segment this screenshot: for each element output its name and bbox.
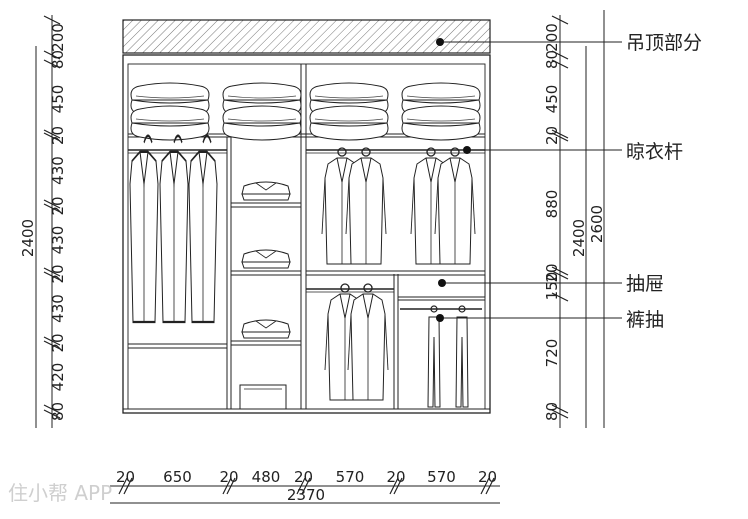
hanging-trousers (427, 305, 469, 408)
bottom-box (239, 384, 287, 410)
left-dimension-label: 20 (49, 264, 67, 283)
left-dimension-label: 20 (49, 333, 67, 352)
right-dimension-label: 450 (543, 85, 561, 114)
right-dimension-ticks (551, 15, 569, 419)
bottom-dimension-chain (110, 485, 500, 504)
ceiling-hatch (122, 19, 491, 54)
left-dimension-chain (35, 15, 53, 428)
left-dimension-ticks (43, 15, 61, 419)
watermark: 住小帮 APP (8, 481, 112, 505)
right-dimension-label: 200 (543, 23, 561, 52)
left-total-label: 2400 (19, 219, 37, 257)
callout-trouser-pull: 裤抽 (626, 309, 664, 331)
wardrobe-body (122, 54, 491, 414)
right-dimension-label: 880 (543, 190, 561, 219)
left-dimension-label: 430 (49, 156, 67, 185)
right-dimension-label: 20 (543, 263, 561, 282)
bottom-dimension-label: 20 (294, 468, 313, 486)
folded-clothes (241, 181, 291, 339)
callout-rail: 晾衣杆 (626, 141, 683, 163)
callout-drawer: 抽屉 (626, 273, 664, 295)
left-dimension-label: 200 (49, 23, 67, 52)
left-dimension-label: 430 (49, 294, 67, 323)
right-total-label: 2600 (588, 205, 606, 243)
right-dimension-label: 80 (543, 402, 561, 421)
left-dimension-label: 420 (49, 363, 67, 392)
bottom-dimension-label: 20 (116, 468, 135, 486)
bottom-dimension-label: 570 (427, 468, 456, 486)
left-dimension-label: 20 (49, 126, 67, 145)
left-dimension-label: 80 (49, 50, 67, 69)
left-dimension-label: 80 (49, 402, 67, 421)
bottom-total-label: 2370 (287, 486, 325, 504)
bottom-dimension-label: 20 (386, 468, 405, 486)
bottom-dimension-labels: 20 650 20 480 20 570 20 570 20 (116, 468, 497, 486)
bottom-dimension-label: 570 (336, 468, 365, 486)
right-inner-total-label: 2400 (570, 219, 588, 257)
right-dimension-chain (559, 10, 605, 428)
left-dimension-label: 430 (49, 226, 67, 255)
right-dimension-label: 80 (543, 50, 561, 69)
right-dimension-label: 150 (543, 272, 561, 301)
bottom-dimension-ticks (118, 477, 495, 495)
bottom-dimension-label: 480 (252, 468, 281, 486)
bottom-dimension-label: 20 (219, 468, 238, 486)
bottom-dimension-label: 20 (478, 468, 497, 486)
callout-ceiling: 吊顶部分 (626, 32, 702, 54)
left-dimension-label: 20 (49, 196, 67, 215)
drawer (397, 274, 486, 298)
callout-leaders (440, 41, 622, 319)
left-dimension-label: 450 (49, 85, 67, 114)
bottom-dimension-label: 650 (163, 468, 192, 486)
hanging-shirts (128, 134, 219, 324)
right-dimension-label: 720 (543, 339, 561, 368)
right-dimension-label: 20 (543, 126, 561, 145)
